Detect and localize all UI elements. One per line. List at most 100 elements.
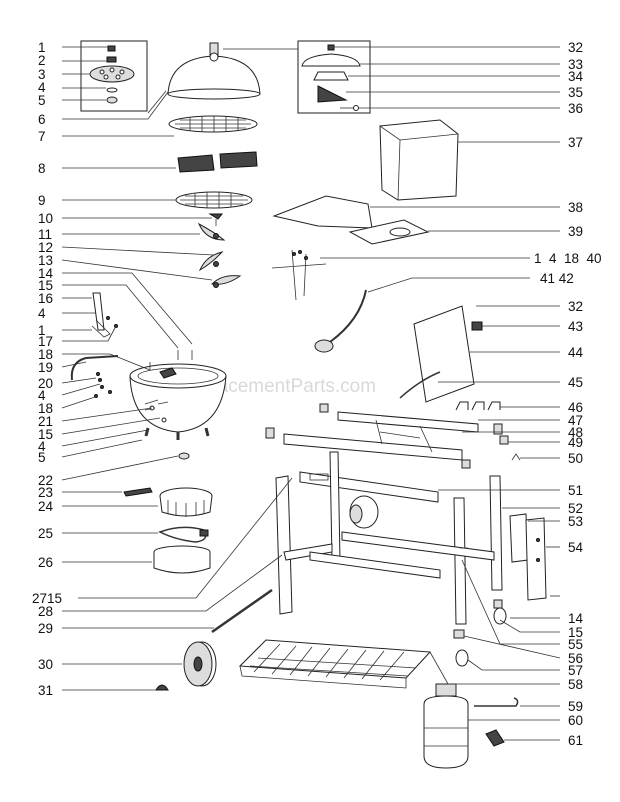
callout-left: 1 xyxy=(38,40,46,55)
callout-left: 1 xyxy=(38,323,46,338)
wheel-icon xyxy=(183,641,217,687)
side-table-icon xyxy=(272,195,373,229)
callout-right: 32 xyxy=(568,299,583,314)
callout-right: 47 xyxy=(568,413,583,428)
ash-pan-icon xyxy=(153,545,211,574)
right-callouts: 32 33 34 35 36 37 38 39 1 4 18 40 41 42 … xyxy=(534,40,602,748)
callout-right: 37 xyxy=(568,135,583,150)
callout-right: 39 xyxy=(568,224,583,239)
callout-right: 33 xyxy=(568,57,583,72)
ash-sweep-icon xyxy=(70,355,119,381)
callout-left: 7 xyxy=(38,129,46,144)
charcoal-grate-icon xyxy=(175,191,253,209)
callout-right: 54 xyxy=(568,540,584,555)
callout-left: 18 xyxy=(38,347,53,362)
callout-left: 6 xyxy=(38,112,46,127)
callout-left: 20 xyxy=(38,376,53,391)
hook-icon xyxy=(474,697,519,707)
callout-right: 57 xyxy=(568,663,583,678)
callout-right: 51 xyxy=(568,483,583,498)
callout-right: 15 xyxy=(568,625,583,640)
left-callouts: 1 2 3 4 5 6 7 8 9 10 11 12 13 14 15 16 4… xyxy=(32,40,62,698)
callout-right: 41 42 xyxy=(540,271,574,286)
callout-right: 44 xyxy=(568,345,584,360)
plate-icon xyxy=(348,219,430,245)
lid-holder-icon xyxy=(301,44,361,111)
washer-icon xyxy=(178,452,190,460)
gas-line-icon xyxy=(271,249,367,353)
callout-left: 13 xyxy=(38,253,53,268)
callout-right: 38 xyxy=(568,200,583,215)
callout-left: 30 xyxy=(38,657,53,672)
callout-right: 32 xyxy=(568,40,583,55)
igniter-icon xyxy=(158,526,209,543)
bowl-handle-icon xyxy=(91,292,118,338)
cooking-grate-icon xyxy=(168,115,258,133)
lid-icon xyxy=(147,42,261,114)
callout-right: 49 xyxy=(568,435,583,450)
callout-left: 12 xyxy=(38,240,53,255)
callout-right: 1 4 18 40 xyxy=(534,251,602,266)
axle-icon xyxy=(211,588,273,634)
callout-left: 15 xyxy=(38,427,53,442)
callout-left: 4 xyxy=(38,80,46,95)
lid-damper-icon xyxy=(89,45,135,104)
callout-left: 5 xyxy=(38,93,46,108)
part-drawings xyxy=(70,40,560,769)
callout-left: 4 xyxy=(38,439,46,454)
callout-right: 14 xyxy=(568,611,584,626)
propane-tank-icon xyxy=(423,683,469,769)
callout-left: 25 xyxy=(38,526,53,541)
callout-right: 50 xyxy=(568,451,583,466)
callout-left: 18 xyxy=(38,401,53,416)
callout-left: 21 xyxy=(38,414,53,429)
callout-left: 31 xyxy=(38,683,53,698)
callout-left: 19 xyxy=(38,360,53,375)
callout-left: 2 xyxy=(38,53,46,68)
callout-right: 36 xyxy=(568,101,583,116)
callout-left: 29 xyxy=(38,621,53,636)
callout-right: 60 xyxy=(568,713,583,728)
bracket-icons xyxy=(455,401,501,411)
charcoal-basket-icon xyxy=(177,151,258,173)
callout-left: 15 xyxy=(38,278,53,293)
callout-right: 34 xyxy=(568,69,584,84)
charcoal-ring-icon xyxy=(159,487,213,517)
caster-icons xyxy=(453,599,522,667)
callout-right: 46 xyxy=(568,400,583,415)
callout-left: 4 xyxy=(38,306,46,321)
leader-lines xyxy=(61,46,561,741)
callout-right: 45 xyxy=(568,375,583,390)
callout-right: 48 xyxy=(568,425,583,440)
callout-left: 8 xyxy=(38,161,46,176)
callout-left: 4 xyxy=(38,388,46,403)
leg-bracket-icon xyxy=(509,513,560,601)
callout-right: 53 xyxy=(568,514,583,529)
callout-right: 59 xyxy=(568,699,583,714)
callout-left: 16 xyxy=(38,291,53,306)
callout-right: 55 xyxy=(568,637,583,652)
tool-icon xyxy=(123,487,153,497)
callout-left: 3 xyxy=(38,67,46,82)
hub-cap-icon xyxy=(155,684,169,691)
cart-frame-icon xyxy=(265,403,521,625)
callout-right: 52 xyxy=(568,501,583,516)
callout-right: 58 xyxy=(568,677,583,692)
callout-left: 14 xyxy=(38,266,54,281)
blade-icons xyxy=(197,213,242,288)
callout-left: 10 xyxy=(38,211,53,226)
callout-left: 24 xyxy=(38,499,54,514)
callout-right: 35 xyxy=(568,85,583,100)
callout-left: 26 xyxy=(38,555,53,570)
regulator-icon xyxy=(485,729,505,747)
callout-left: 2715 xyxy=(32,591,62,606)
callout-left: 9 xyxy=(38,193,46,208)
bowl-icon xyxy=(129,350,227,440)
callout-right: 56 xyxy=(568,651,583,666)
callout-left: 5 xyxy=(38,450,46,465)
callout-left: 22 xyxy=(38,473,53,488)
callout-right: 43 xyxy=(568,319,583,334)
callout-right: 61 xyxy=(568,733,583,748)
